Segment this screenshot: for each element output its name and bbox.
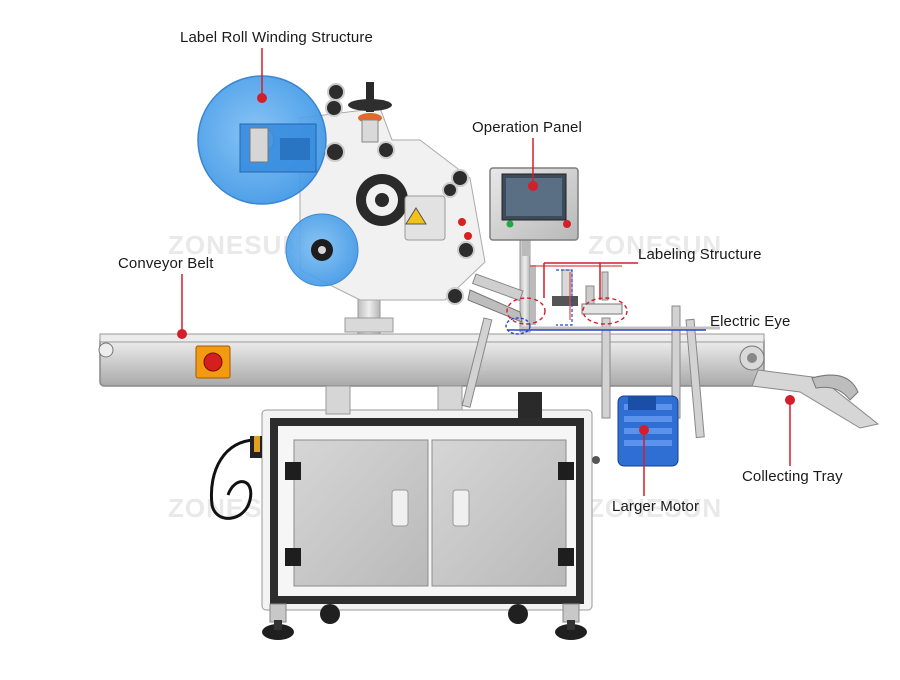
- electric-eye-label: Electric Eye: [710, 313, 791, 330]
- callout-dot: [785, 395, 795, 405]
- callout-dot: [528, 181, 538, 191]
- conveyor-belt: [98, 305, 765, 439]
- labeling-head: [197, 75, 531, 341]
- cabinet-door-right: [431, 439, 567, 587]
- callout-dot: [639, 425, 649, 435]
- door-handle: [391, 489, 409, 527]
- collecting-tray: [751, 369, 880, 429]
- labeling-structure-label: Labeling Structure: [638, 246, 762, 263]
- cabinet: [261, 409, 600, 611]
- machine-feet: [262, 603, 587, 640]
- operation-panel-label: Operation Panel: [472, 119, 582, 136]
- collecting-tray-label: Collecting Tray: [742, 468, 843, 485]
- labeling-highlight: [506, 297, 546, 325]
- electric-eye-highlight: [505, 317, 531, 335]
- callouts: [177, 48, 795, 496]
- callout-dot: [177, 329, 187, 339]
- watermark: ZONESUN: [588, 493, 723, 523]
- power-cable: [209, 438, 257, 520]
- labeling-highlight: [582, 297, 628, 325]
- watermark: ZONESUN: [168, 230, 303, 260]
- larger-motor-label: Larger Motor: [612, 498, 700, 515]
- label-roll-winding-structure-label: Label Roll Winding Structure: [180, 29, 373, 46]
- watermark: ZONESUN: [588, 230, 723, 260]
- door-handle: [452, 489, 470, 527]
- conveyor-belt-label: Conveyor Belt: [118, 255, 214, 272]
- callout-dot: [257, 93, 267, 103]
